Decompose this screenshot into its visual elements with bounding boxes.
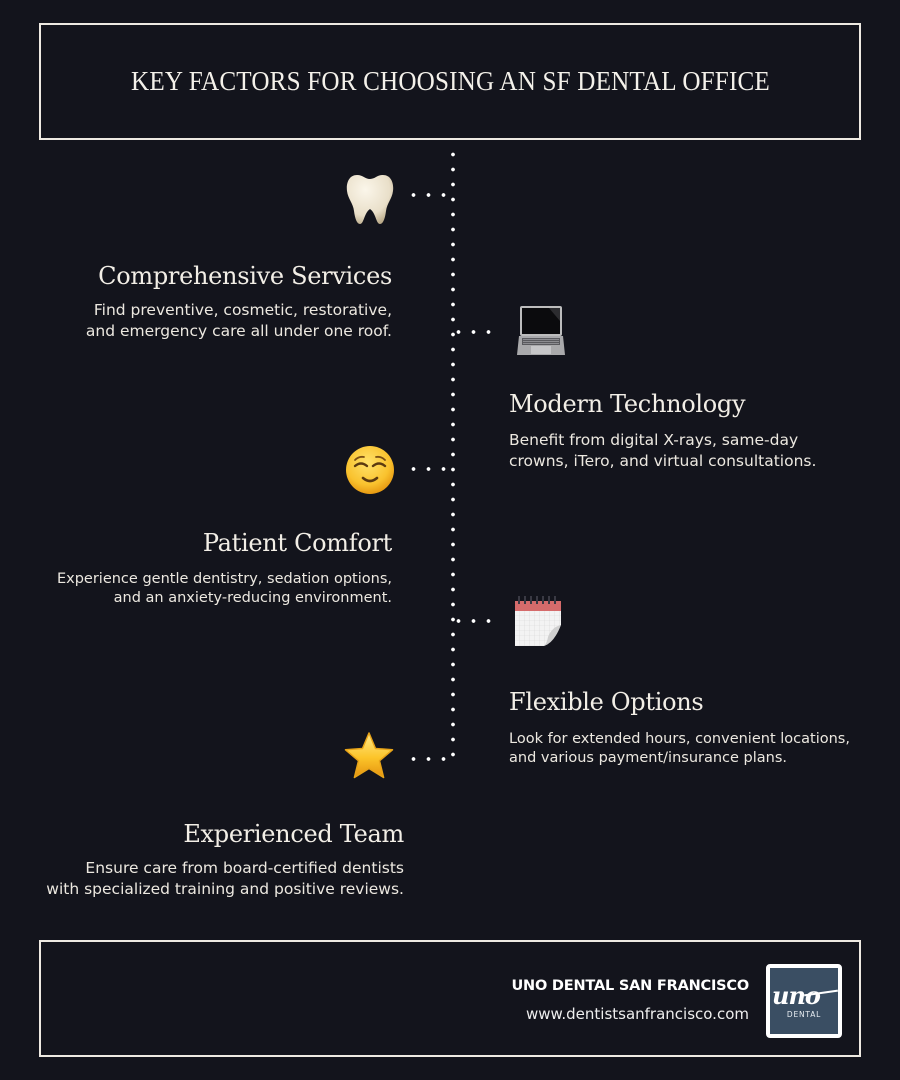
factor-description: Ensure care from board-certified dentist… [46,858,404,900]
star-icon [343,730,395,782]
logo-script-text: uno [772,981,821,1010]
connector-dots [406,757,454,761]
factor-title: Modern Technology [509,390,746,418]
laptop-icon [515,305,567,357]
description-line: Benefit from digital X-rays, same-day [509,431,799,449]
description-line: and emergency care all under one roof. [85,322,392,340]
relieved-face-icon [344,444,396,496]
brand-name: UNO DENTAL SAN FRANCISCO [511,978,749,994]
factor-title: Experienced Team [183,820,404,848]
connector-dots [451,330,501,334]
description-line: Experience gentle dentistry, sedation op… [56,571,392,587]
logo-subtitle: DENTAL [786,1010,822,1019]
connector-dots [406,193,454,197]
description-line: and an anxiety-reducing environment. [113,590,392,606]
website-link[interactable]: www.dentistsanfrancisco.com [525,1005,749,1023]
timeline-dotted-line [451,147,455,762]
uno-dental-logo: uno DENTAL [766,964,842,1038]
factor-description: Find preventive, cosmetic, restorative, … [86,300,392,342]
description-line: with specialized training and positive r… [46,880,404,898]
page-title: KEY FACTORS FOR CHOOSING AN SF DENTAL OF… [130,66,770,96]
description-line: Ensure care from board-certified dentist… [85,859,404,877]
factor-title: Patient Comfort [202,529,392,557]
connector-dots [451,619,501,623]
factor-description: Experience gentle dentistry, sedation op… [57,570,392,608]
title-banner: KEY FACTORS FOR CHOOSING AN SF DENTAL OF… [39,23,861,140]
factor-title: Comprehensive Services [98,262,392,290]
description-line: Look for extended hours, convenient loca… [509,731,850,747]
factor-description: Look for extended hours, convenient loca… [509,730,850,768]
footer-banner: UNO DENTAL SAN FRANCISCO www.dentistsanf… [39,940,861,1057]
description-line: and various payment/insurance plans. [509,750,788,766]
tooth-icon [344,173,396,225]
calendar-icon [512,595,564,647]
description-line: crowns, iTero, and virtual consultations… [509,452,817,470]
factor-description: Benefit from digital X-rays, same-day cr… [509,430,816,472]
factor-title: Flexible Options [509,688,704,716]
connector-dots [406,467,454,471]
description-line: Find preventive, cosmetic, restorative, [93,301,392,319]
